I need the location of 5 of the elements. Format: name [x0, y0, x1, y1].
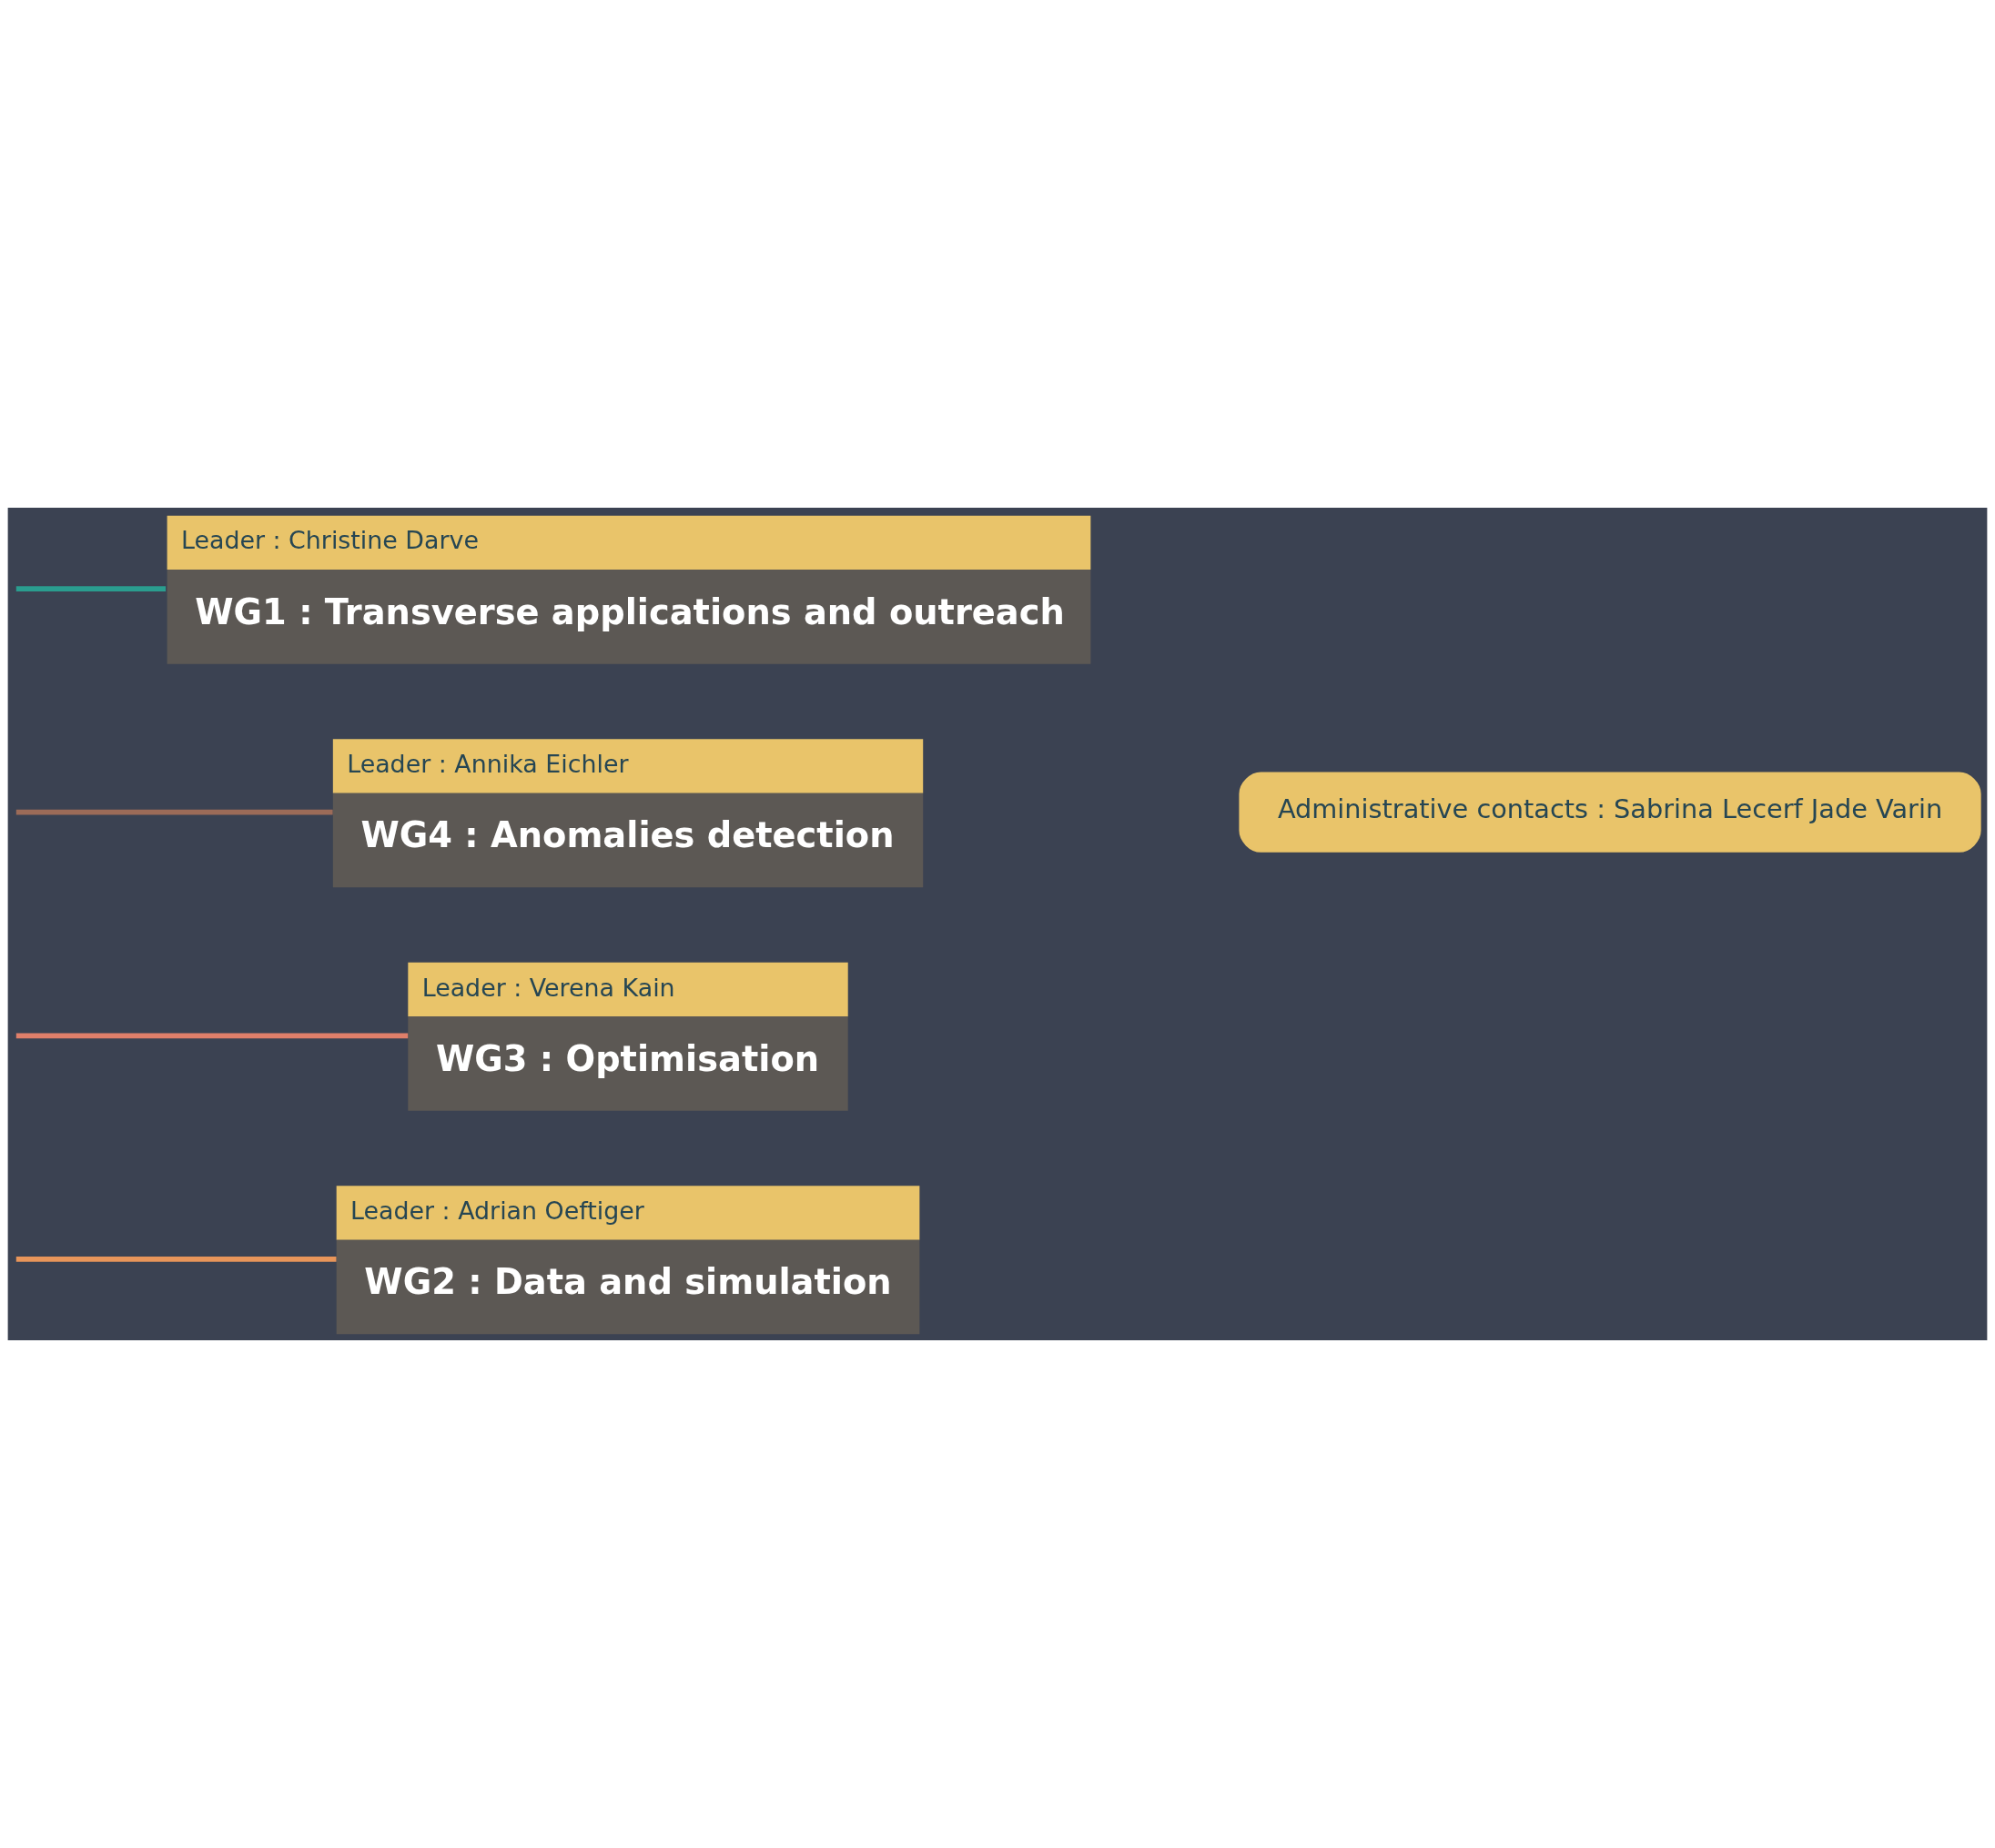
connector [15, 1033, 409, 1039]
node-box: Administrative contacts : Sabrina Lecerf Jade Varin [1239, 772, 1981, 853]
connector [15, 586, 167, 592]
connector [15, 809, 333, 815]
connector [15, 1256, 337, 1262]
